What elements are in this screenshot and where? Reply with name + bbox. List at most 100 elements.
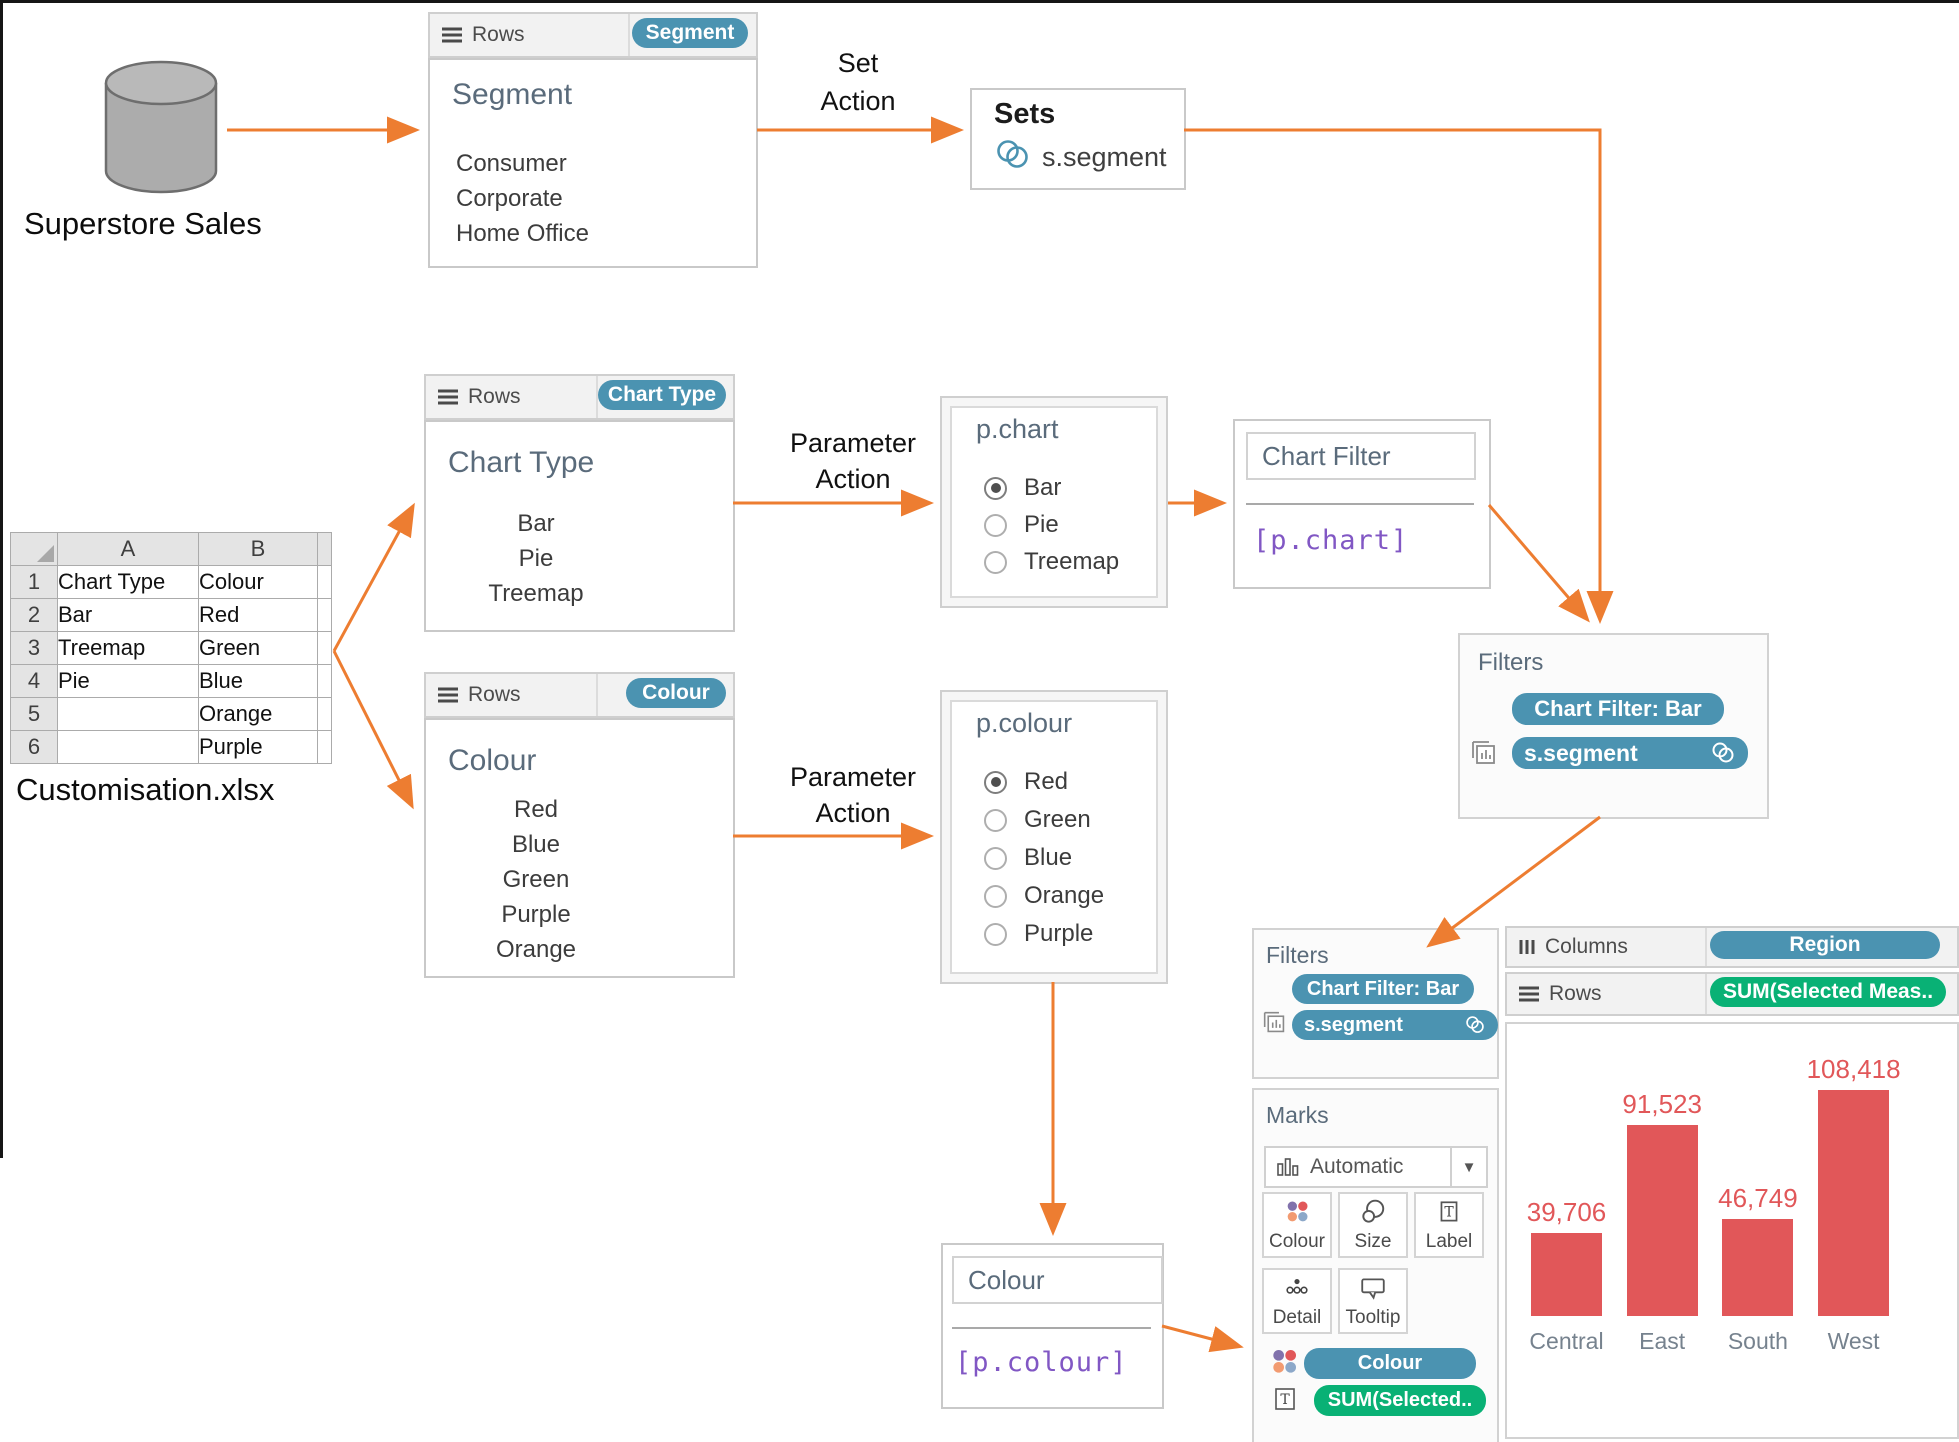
sheet-cell[interactable]: Red (198, 598, 318, 632)
segment-item[interactable]: Consumer (456, 150, 567, 177)
tooltip-button[interactable]: Tooltip (1338, 1268, 1408, 1334)
charttype-item[interactable]: Treemap (488, 580, 584, 607)
label-encoding-pill[interactable]: SUM(Selected.. (1314, 1385, 1486, 1416)
colour-item[interactable]: Red (513, 796, 559, 823)
radio-selected-icon[interactable] (984, 476, 1007, 500)
segment-item[interactable]: Home Office (456, 220, 589, 247)
x-axis-tick-label: South (1727, 1328, 1788, 1354)
radio-option[interactable]: Treemap (984, 548, 1119, 576)
charttype-item[interactable]: Bar (517, 510, 555, 537)
label-button[interactable]: T Label (1414, 1192, 1484, 1258)
bar-west[interactable] (1818, 1090, 1890, 1316)
sheet-cell[interactable]: Purple (198, 730, 318, 764)
radio-option[interactable]: Blue (984, 844, 1072, 872)
segment-card-title: Segment (452, 78, 573, 111)
sheet-row-number[interactable]: 1 (10, 565, 58, 599)
sheet-cell[interactable]: Treemap (57, 631, 199, 665)
sheet-cell[interactable]: Colour (198, 565, 318, 599)
marks-card: Marks Automatic ▼ Colour Size T Label (1252, 1088, 1499, 1442)
bar-central[interactable] (1531, 1233, 1602, 1316)
shelf-label: Rows (1549, 982, 1602, 1005)
dropdown-caret-icon[interactable]: ▼ (1450, 1148, 1486, 1186)
worksheet-filters-card: Filters Chart Filter: Bar s.segment (1252, 928, 1499, 1079)
sum-measure-pill[interactable]: SUM(Selected Meas.. (1710, 977, 1946, 1007)
radio-icon[interactable] (984, 808, 1007, 832)
shelf-label: Columns (1545, 935, 1628, 958)
sheet-cell[interactable]: Chart Type (57, 565, 199, 599)
region-pill[interactable]: Region (1710, 931, 1940, 959)
sheet-row-number[interactable]: 6 (10, 730, 58, 764)
colour-pill[interactable]: Colour (626, 678, 726, 708)
database-cylinder-icon (100, 56, 222, 203)
sheet-row-number[interactable]: 4 (10, 664, 58, 698)
sheet-cell[interactable] (57, 697, 199, 731)
chart-filter-formula[interactable]: [p.chart] (1253, 525, 1409, 556)
detail-button[interactable]: Detail (1262, 1268, 1332, 1334)
colour-formula[interactable]: [p.colour] (955, 1347, 1128, 1378)
filters-title: Filters (1478, 649, 1544, 676)
chart-filter-pill[interactable]: Chart Filter: Bar (1512, 693, 1724, 725)
bar-mark-icon (1277, 1158, 1299, 1176)
set-filter-pill[interactable]: s.segment (1292, 1010, 1498, 1040)
frame-left-line (0, 0, 3, 1158)
size-button[interactable]: Size (1338, 1192, 1408, 1258)
shelf-label: Rows (472, 23, 525, 46)
sheet-col-header[interactable]: B (198, 532, 318, 566)
chart-filter-calc-box: Chart Filter [p.chart] (1233, 419, 1491, 589)
radio-icon[interactable] (984, 922, 1007, 946)
marks-title: Marks (1266, 1102, 1329, 1128)
radio-option[interactable]: Red (984, 768, 1068, 796)
sheet-cell[interactable] (57, 730, 199, 764)
sheet-col-header[interactable]: A (57, 532, 199, 566)
sheet-row-number[interactable]: 2 (10, 598, 58, 632)
colour-button[interactable]: Colour (1262, 1192, 1332, 1258)
sheet-row-number[interactable]: 5 (10, 697, 58, 731)
pcolour-title: p.colour (976, 708, 1073, 738)
radio-selected-icon[interactable] (984, 770, 1007, 794)
mark-type-dropdown[interactable]: Automatic ▼ (1264, 1146, 1488, 1188)
rows-icon (1519, 986, 1539, 1002)
radio-icon[interactable] (984, 846, 1007, 870)
radio-option[interactable]: Pie (984, 511, 1059, 539)
charttype-pill[interactable]: Chart Type (598, 380, 726, 410)
radio-icon[interactable] (984, 550, 1007, 574)
colour-item[interactable]: Purple (501, 901, 571, 928)
chart-filter-pill[interactable]: Chart Filter: Bar (1292, 974, 1474, 1004)
chart-filter-field-name[interactable]: Chart Filter (1246, 432, 1476, 480)
sheet-cell[interactable]: Bar (57, 598, 199, 632)
spreadsheet-file-label: Customisation.xlsx (16, 772, 275, 807)
radio-option[interactable]: Bar (984, 474, 1061, 502)
segment-pill[interactable]: Segment (632, 18, 748, 48)
radio-icon[interactable] (984, 513, 1007, 537)
sheet-cell[interactable]: Pie (57, 664, 199, 698)
radio-option[interactable]: Purple (984, 920, 1093, 948)
colour-dots-icon (1268, 1346, 1300, 1383)
colour-item[interactable]: Blue (511, 831, 561, 858)
colour-encoding-pill[interactable]: Colour (1304, 1348, 1476, 1379)
charttype-item[interactable]: Pie (518, 545, 554, 572)
set-filter-pill[interactable]: s.segment (1512, 737, 1748, 769)
radio-option[interactable]: Orange (984, 882, 1104, 910)
colour-item[interactable]: Orange (495, 936, 577, 963)
radio-option[interactable]: Green (984, 806, 1091, 834)
set-venn-icon (994, 138, 1032, 177)
mark-type-value: Automatic (1310, 1155, 1404, 1178)
colour-field-name[interactable]: Colour (952, 1256, 1163, 1304)
tooltip-bubble-icon (1340, 1274, 1406, 1302)
radio-icon[interactable] (984, 884, 1007, 908)
sets-box: Sets s.segment (970, 88, 1186, 190)
bar-east[interactable] (1626, 1125, 1698, 1316)
svg-text:T: T (1444, 1204, 1454, 1220)
sheet-cell[interactable]: Orange (198, 697, 318, 731)
bar-south[interactable] (1722, 1219, 1794, 1316)
set-item-label[interactable]: s.segment (1042, 142, 1167, 172)
sheet-cell[interactable]: Green (198, 631, 318, 665)
colour-calc-box: Colour [p.colour] (941, 1243, 1164, 1409)
sheet-select-all-corner[interactable] (10, 532, 58, 566)
sheet-row-number[interactable]: 3 (10, 631, 58, 665)
colour-item[interactable]: Green (502, 866, 570, 893)
segment-item[interactable]: Corporate (456, 185, 563, 212)
sheet-cell[interactable]: Blue (198, 664, 318, 698)
